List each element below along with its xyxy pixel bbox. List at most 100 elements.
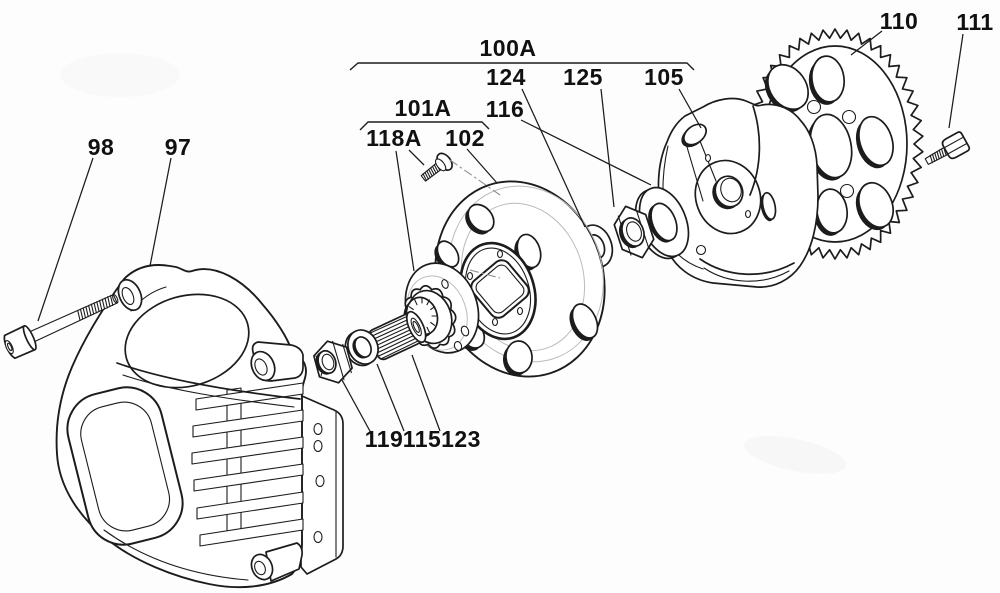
drum-hole [467, 203, 495, 233]
leader-line-110 [850, 30, 883, 56]
screw-118a [420, 152, 453, 182]
cover-shell-edge [116, 362, 301, 400]
drum-rivet [516, 306, 524, 316]
leader-line-118A-hub [395, 150, 415, 272]
gear-pin-hole [806, 99, 822, 115]
part-label-98: 98 [88, 134, 115, 160]
hex-nut-125 [613, 205, 655, 259]
cover-lug-hole [121, 286, 135, 306]
bolt-threads [77, 294, 114, 321]
gear-pin-hole [841, 109, 857, 125]
thread-hatching [929, 147, 947, 164]
washer-bore [650, 202, 678, 242]
drum-hole [505, 340, 533, 374]
part-label-125: 125 [563, 64, 603, 90]
gear-hole [810, 55, 846, 103]
drum-hole [436, 240, 460, 268]
scan-smudge [741, 429, 849, 482]
part-label-119: 119 [365, 426, 404, 452]
bolt-head [941, 131, 971, 160]
cover-opening-lip [80, 401, 171, 532]
cover-flange-hole [313, 439, 323, 453]
leader-line-105 [678, 88, 702, 129]
nut-flats [332, 340, 352, 381]
clutch-rivet [744, 209, 752, 219]
clutch-shoe-lining [703, 267, 790, 282]
cover-fin [193, 463, 304, 492]
hex-bolt-111 [924, 131, 971, 165]
drum-hole [516, 233, 542, 269]
group-bracket-101A [359, 121, 490, 131]
sleeve-splines [368, 315, 421, 360]
leader-line-124 [521, 88, 586, 228]
clutch-rivet [704, 153, 712, 163]
part-label-105: 105 [644, 64, 684, 90]
leader-line-118A-screw [408, 149, 425, 166]
leader-line-111 [948, 33, 964, 129]
cover-flange-hole [313, 422, 323, 436]
splined-sleeve-123 [367, 310, 427, 361]
bolt-threads [929, 147, 947, 164]
cover-fin [199, 518, 304, 547]
clutch-slot [761, 191, 777, 221]
leader-line-98 [37, 157, 94, 322]
gear-hole [766, 63, 810, 111]
drum-hole [571, 303, 599, 339]
cover-fin [192, 409, 304, 438]
cover-flange-hole [315, 474, 325, 488]
leader-line-125 [600, 88, 615, 208]
hub-flange-hole [460, 325, 470, 337]
part-label-118A: 118A [366, 125, 422, 151]
cover-bottom-boss-body [265, 542, 303, 582]
drum-rivet [491, 317, 499, 327]
hub-flange-hole [441, 279, 449, 289]
bolt-socket-inner [7, 342, 13, 352]
bolt-tip [112, 293, 119, 304]
callout-layer: 98 97 100A 101A 118A 102 124 116 125 105… [37, 8, 993, 452]
gear-pin-hole [839, 183, 855, 199]
sleeve-spline-lines [368, 315, 421, 360]
part-label-115: 115 [403, 426, 442, 452]
cover-flange-hole [313, 530, 323, 544]
cover-fin [195, 382, 304, 411]
clutch-bore-chamfer [720, 177, 742, 203]
part-label-123: 123 [441, 426, 481, 452]
part-label-110: 110 [880, 8, 919, 34]
gear-hole [858, 115, 894, 167]
assembly-centerlines [449, 159, 501, 279]
clutch-shoe-band [699, 258, 795, 276]
cover-bottom-shell [103, 529, 249, 581]
part-label-116: 116 [486, 96, 525, 122]
gear-hole [857, 181, 895, 229]
leader-line-97 [149, 157, 172, 267]
socket-bolt-98 [3, 293, 119, 360]
cover-shell-edge-inner [122, 374, 295, 408]
leader-line-123 [411, 354, 441, 432]
drum-rivet [496, 249, 504, 259]
nut-bore-chamfer [626, 221, 642, 242]
clutch-shoe-assembly-105 [657, 97, 819, 288]
screw-axis-centerline [449, 159, 501, 196]
screw-head-face [434, 158, 447, 172]
scan-smudge [60, 53, 180, 97]
sleeve-bore [410, 317, 422, 337]
cover-boss-hole [254, 358, 268, 376]
nut-bore-chamfer [321, 353, 335, 371]
leader-line-119 [341, 379, 372, 434]
thread-hatching [77, 294, 114, 321]
cover-fin [196, 491, 304, 520]
part-label-97: 97 [165, 134, 192, 160]
part-label-111: 111 [956, 9, 993, 35]
cover-fin [191, 436, 304, 465]
group-bracket-100A [349, 62, 695, 71]
part-label-100A: 100A [480, 35, 537, 61]
bolt-head-flats [943, 136, 968, 155]
clutch-shoe-ridge [749, 105, 761, 196]
transmission-cover-97 [55, 264, 344, 589]
hub-flange-hole [453, 341, 463, 351]
leader-line-115 [376, 363, 405, 432]
sleeve-bore-spline [412, 320, 420, 334]
leader-line-102 [466, 148, 498, 184]
